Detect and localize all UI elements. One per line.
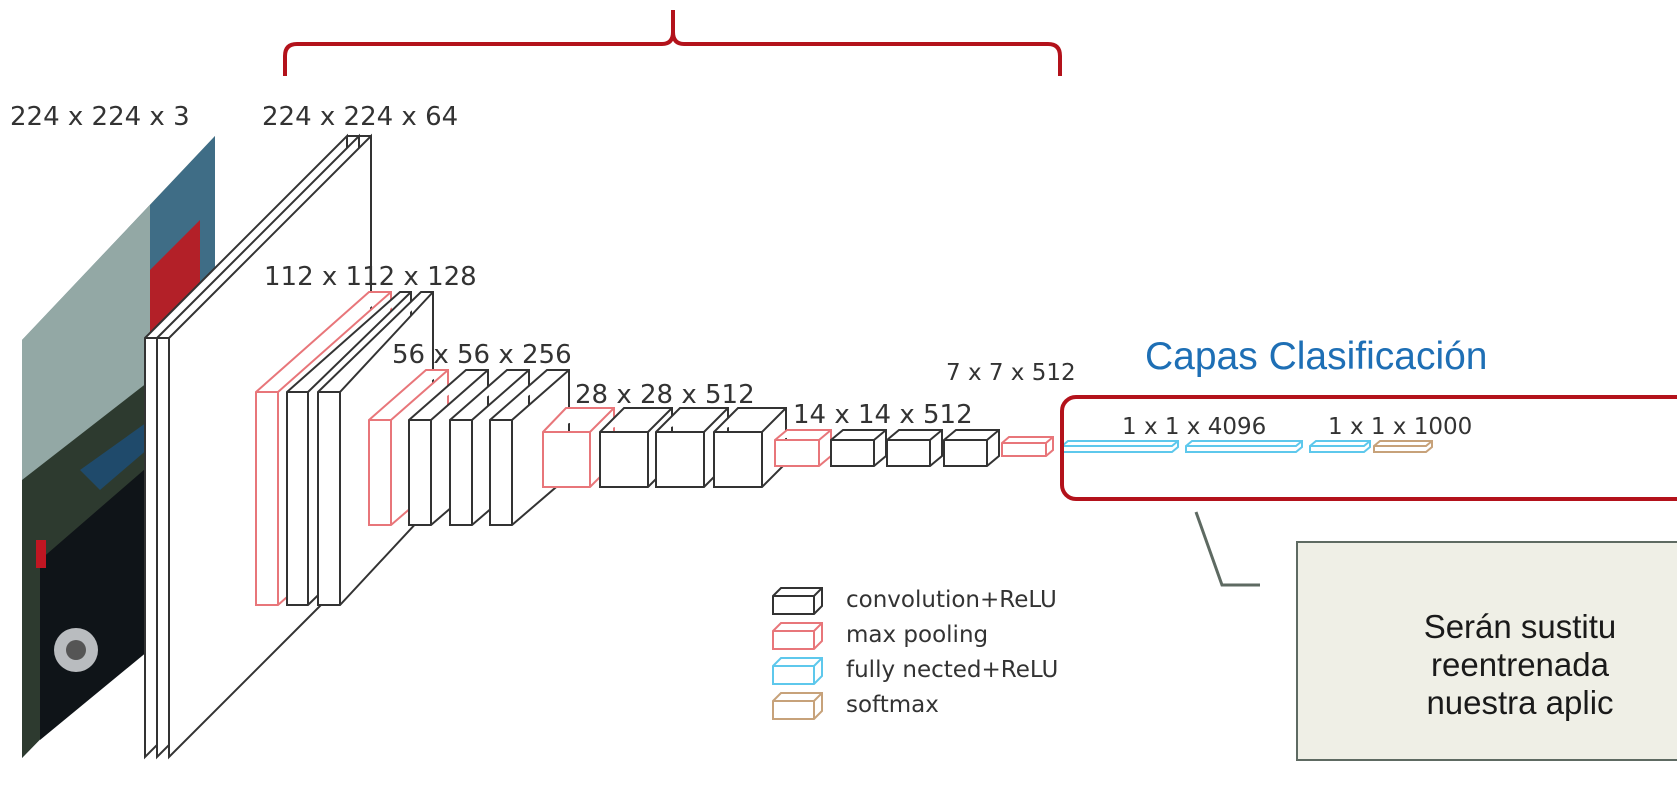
note-text: Serán sustitu reentrenada nuestra aplic — [1300, 608, 1677, 722]
note-line-1: Serán sustitu — [1300, 608, 1677, 646]
legend-conv-icon — [773, 588, 822, 614]
label-input: 224 x 224 x 3 — [10, 104, 190, 130]
classification-highlight-box — [1060, 395, 1677, 501]
legend-fc-icon — [773, 658, 822, 684]
legend-label-pool: max pooling — [846, 622, 988, 648]
legend-softmax-icon — [773, 693, 822, 719]
label-conv2: 112 x 112 x 128 — [264, 264, 477, 290]
classification-title: Capas Clasificación — [1145, 335, 1488, 379]
note-connector — [1196, 512, 1260, 585]
legend-label-softmax: softmax — [846, 692, 939, 718]
pool-layer-5 — [1002, 437, 1053, 456]
conv-block-5 — [775, 430, 999, 466]
label-conv1: 224 x 224 x 64 — [262, 104, 458, 130]
legend-label-conv: convolution+ReLU — [846, 587, 1057, 613]
legend-pool-icon — [773, 623, 822, 649]
conv-block-4 — [543, 408, 786, 487]
label-conv3: 56 x 56 x 256 — [392, 342, 572, 368]
label-conv4: 28 x 28 x 512 — [575, 382, 755, 408]
note-line-2: reentrenada — [1300, 646, 1677, 684]
legend-label-fc: fully nected+ReLU — [846, 657, 1058, 683]
label-conv5: 14 x 14 x 512 — [793, 402, 973, 428]
note-line-3: nuestra aplic — [1300, 684, 1677, 722]
label-pool5: 7 x 7 x 512 — [946, 362, 1076, 385]
legend-icons — [773, 588, 822, 719]
conv-block-3 — [369, 370, 569, 525]
feature-extraction-brace — [285, 10, 1060, 76]
